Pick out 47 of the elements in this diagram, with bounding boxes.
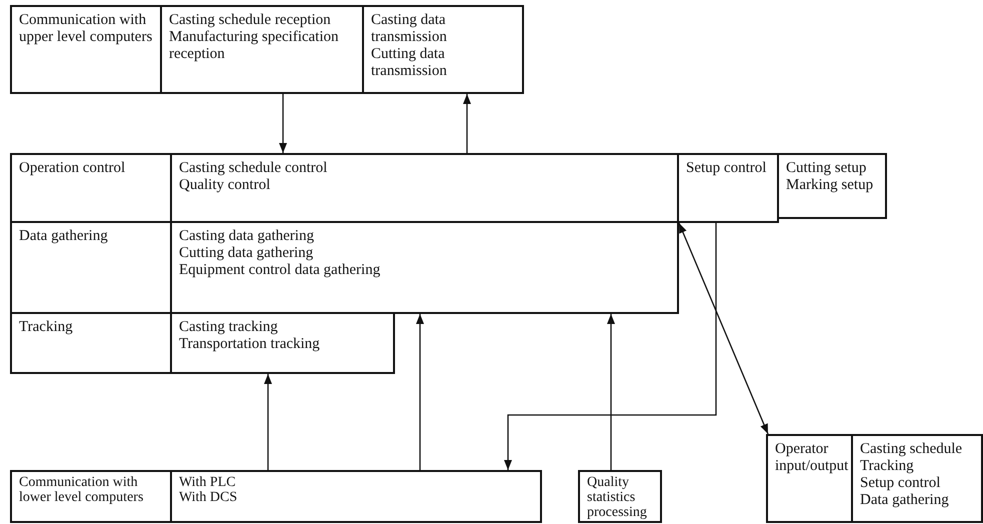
box-label: Quality control [179,177,270,194]
box-label: Operator input/output [775,441,848,475]
arrow [264,374,272,470]
box-label: Casting schedule reception [169,12,331,29]
box-label: Cutting data gathering [179,245,314,262]
process-box [10,153,172,223]
box-label: Casting schedule [860,441,962,458]
box-label: Transportation tracking [179,336,320,353]
arrow [607,314,615,470]
box-label: Communication with upper level computers [19,12,153,46]
box-label: Marking setup [786,177,874,194]
process-box [10,312,172,374]
process-box [10,5,162,94]
process-box [578,470,662,523]
box-label: Communication with lower level computers [19,475,144,505]
box-label: Casting data transmission [371,12,448,46]
process-box [170,470,542,523]
box-label: Data gathering [860,492,949,509]
process-box [677,153,779,223]
box-label: Casting schedule control [179,160,328,177]
box-label: Setup control [686,160,766,177]
box-label: Operation control [19,160,126,177]
process-box [170,312,395,374]
box-label: Tracking [19,319,73,336]
arrow [279,94,287,153]
box-label: Manufacturing specification reception [169,29,340,63]
box-label: Quality statistics processing [587,475,648,520]
process-box [10,470,172,523]
box-label: Casting tracking [179,319,278,336]
arrow [678,222,769,434]
process-box [766,434,853,523]
process-box [362,5,524,94]
process-box [160,5,364,94]
arrow [416,314,424,470]
box-label: Casting data gathering [179,228,314,245]
process-box [851,434,983,523]
box-label: Setup control [860,475,940,492]
box-label: Cutting data transmission [371,46,448,80]
box-label: Tracking [860,458,914,475]
arrow [463,94,471,153]
box-label: Cutting setup [786,160,866,177]
process-box [777,153,887,219]
box-label: With PLC [179,475,236,490]
box-label: Data gathering [19,228,108,245]
box-label: Equipment control data gathering [179,262,380,279]
box-label: With DCS [179,490,238,505]
arrow [504,223,717,470]
